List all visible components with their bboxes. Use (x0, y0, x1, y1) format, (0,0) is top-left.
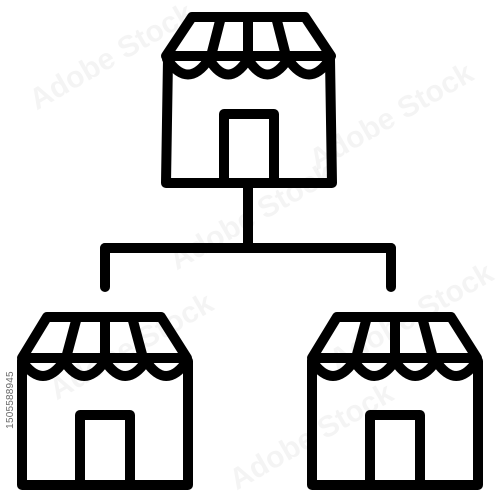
store-icon-right (307, 312, 483, 490)
store-door (219, 109, 279, 187)
connector-lines (100, 180, 396, 292)
store-body (307, 356, 483, 490)
stock-id-label: 1505588945 (5, 371, 16, 429)
store-body (161, 54, 337, 188)
store-door (75, 410, 135, 489)
store-scallop (17, 356, 192, 381)
store-icon-left (17, 312, 193, 490)
store-icon-top (161, 12, 337, 188)
store-door (365, 410, 425, 489)
store-scallop (162, 54, 335, 80)
store-scallop (307, 356, 482, 381)
store-body (17, 356, 193, 490)
